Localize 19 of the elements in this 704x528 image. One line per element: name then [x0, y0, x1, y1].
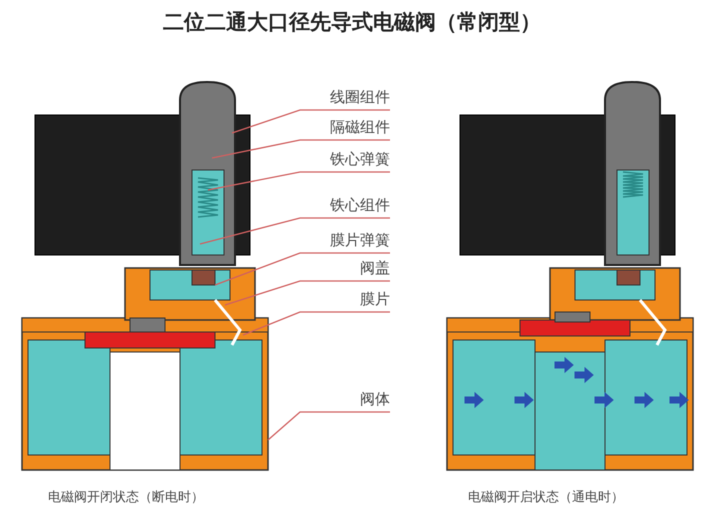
- leader-line: [208, 171, 390, 191]
- part-label: 膜片: [300, 290, 390, 309]
- leader-line: [242, 311, 390, 336]
- part-label: 铁心组件: [300, 196, 390, 215]
- diagram-title: 二位二通大口径先导式电磁阀（常闭型）: [162, 8, 542, 36]
- leader-line: [224, 280, 390, 306]
- state-caption: 电磁阀开启状态（通电时）: [468, 489, 624, 506]
- part-label: 阀盖: [300, 259, 390, 278]
- leader-line: [212, 139, 390, 159]
- leader-line: [214, 252, 390, 286]
- part-label: 隔磁组件: [300, 118, 390, 137]
- leader-line: [268, 411, 390, 440]
- leader-line: [232, 109, 390, 134]
- part-label: 线圈组件: [300, 88, 390, 107]
- part-label: 铁心弹簧: [300, 150, 390, 169]
- leader-line: [200, 217, 390, 245]
- state-caption: 电磁阀开闭状态（断电时）: [48, 489, 204, 506]
- part-label: 膜片弹簧: [300, 231, 390, 250]
- part-label: 阀体: [300, 390, 390, 409]
